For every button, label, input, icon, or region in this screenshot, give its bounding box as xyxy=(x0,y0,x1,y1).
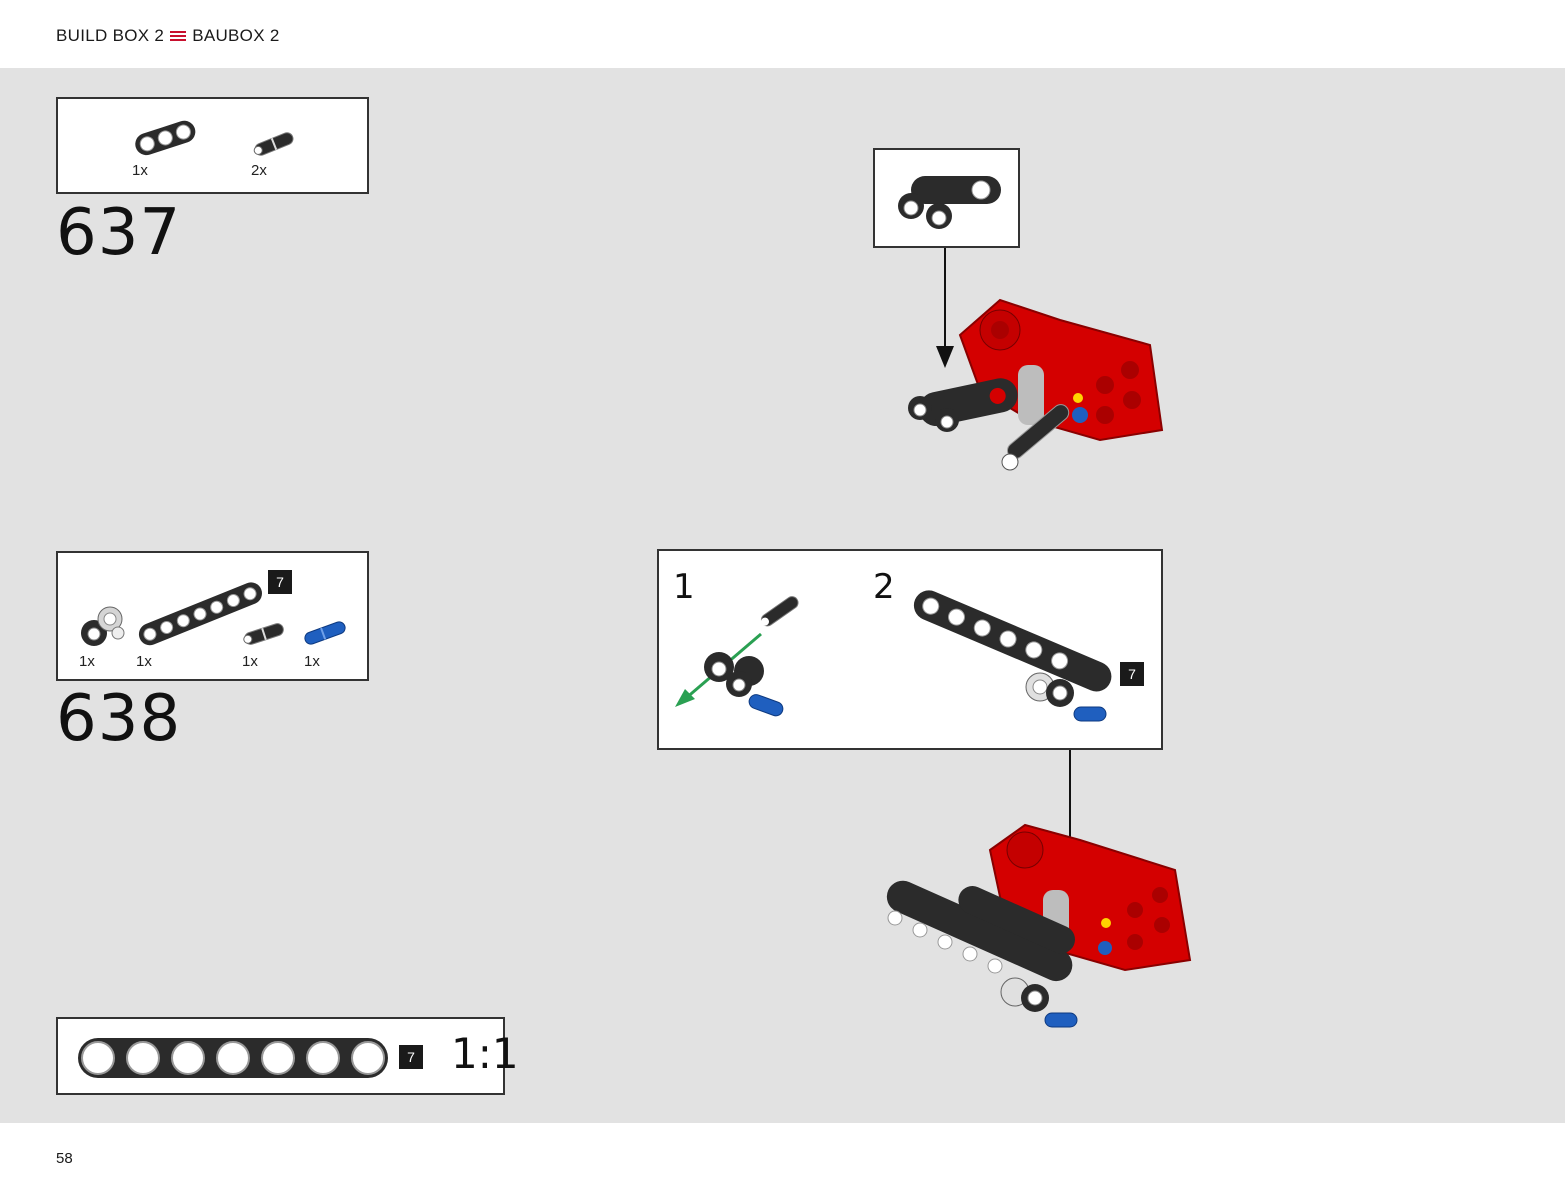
scale-ruler-box: 7 1:1 xyxy=(56,1017,519,1095)
connector-icon xyxy=(81,606,125,646)
step-number: 637 xyxy=(56,196,182,270)
part-qty: 1x xyxy=(304,653,320,670)
assembly-arrow-icon xyxy=(936,248,954,368)
beam-3-icon xyxy=(135,120,196,156)
beam-with-pins-icon xyxy=(898,176,1001,229)
length-badge: 7 xyxy=(1120,662,1144,686)
sub-step-1-illustration xyxy=(675,596,799,717)
page-header: BUILD BOX 2 BAUBOX 2 xyxy=(0,0,1565,68)
step-638-parts-box: 1x 7 1x 1x 1x xyxy=(56,551,369,681)
blue-pin-icon xyxy=(304,621,346,645)
beam-7-icon xyxy=(138,582,262,646)
red-assembly-icon xyxy=(908,298,1164,471)
sub-step-2-illustration xyxy=(913,590,1112,722)
scale-label: 1:1 xyxy=(451,1029,519,1078)
part-qty: 1x xyxy=(79,653,95,670)
length-badge: 7 xyxy=(399,1045,423,1069)
pin-icon xyxy=(253,132,294,156)
part-qty: 2x xyxy=(251,162,267,179)
sub-step-number: 2 xyxy=(873,567,895,607)
red-assembly-icon xyxy=(886,823,1192,1028)
step-638-callout: 1 2 7 xyxy=(657,549,1163,750)
step-637-parts-box: 1x 2x xyxy=(56,97,369,194)
part-qty: 1x xyxy=(132,162,148,179)
header-title: BUILD BOX 2 BAUBOX 2 xyxy=(56,26,280,46)
step-637-callout xyxy=(873,148,1020,248)
page-footer xyxy=(0,1123,1565,1191)
header-right-text: BAUBOX 2 xyxy=(192,26,280,45)
part-qty: 1x xyxy=(242,653,258,670)
page-number: 58 xyxy=(56,1150,73,1167)
pin-icon xyxy=(243,623,284,645)
sub-step-number: 1 xyxy=(673,567,695,607)
length-badge: 7 xyxy=(268,570,292,594)
step-number: 638 xyxy=(56,682,182,756)
part-qty: 1x xyxy=(136,653,152,670)
header-left-text: BUILD BOX 2 xyxy=(56,26,165,45)
menu-lines-icon xyxy=(170,30,187,42)
beam-7-scale-icon xyxy=(78,1038,388,1078)
